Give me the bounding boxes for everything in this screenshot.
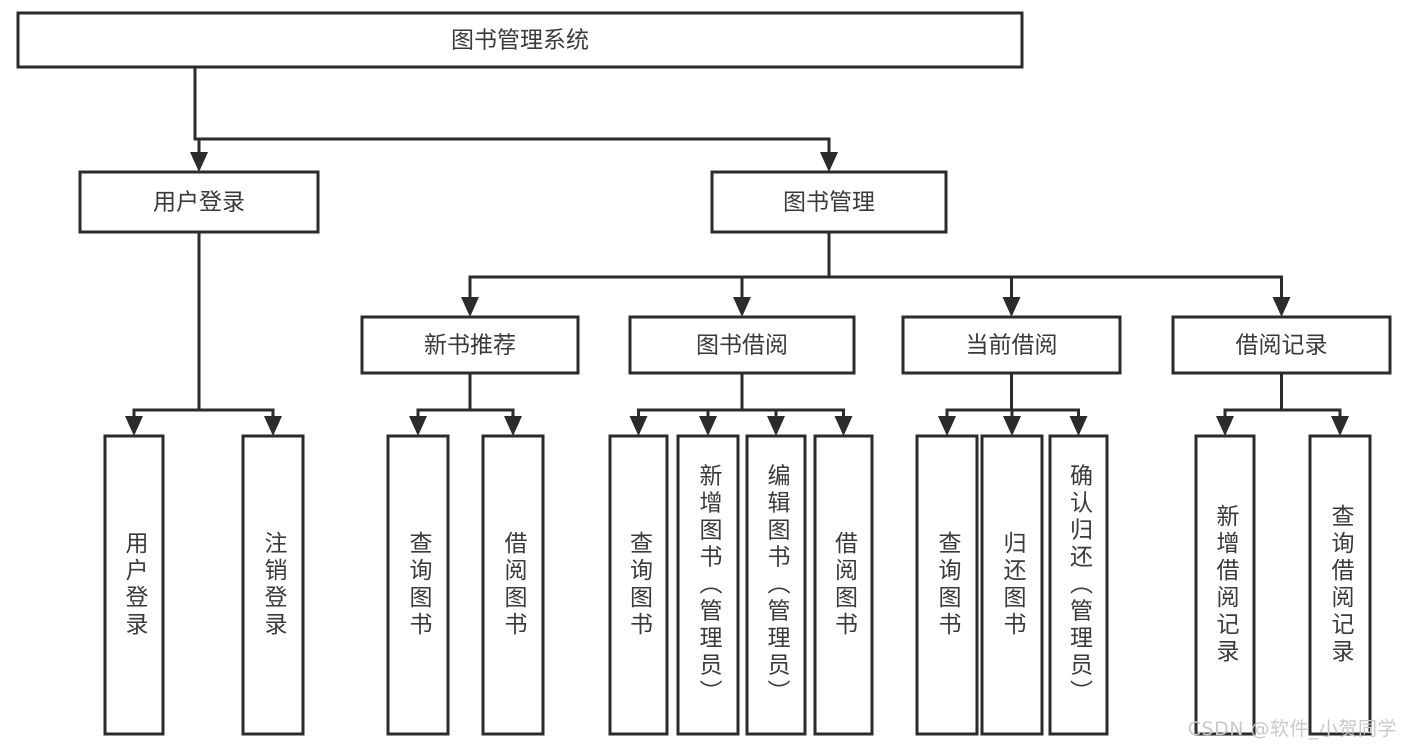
node-label: 当前借阅: [966, 333, 1058, 359]
arrow-head: [834, 416, 853, 436]
arrow-head: [504, 416, 522, 436]
node-box: [16, 11, 1024, 69]
connector-layer: [125, 65, 1349, 436]
node-leaf-query-book-1[interactable]: 查询图书: [386, 434, 450, 736]
node-label: 注销登录: [260, 531, 288, 639]
node-box: [481, 434, 545, 736]
node-leaf-return-book[interactable]: 归还图书: [980, 434, 1044, 736]
node-box: [1194, 434, 1256, 736]
arrow-head: [938, 416, 956, 436]
arrow-head: [1003, 416, 1021, 436]
arrow-head: [767, 416, 785, 436]
node-user-login[interactable]: 用户登录: [78, 170, 320, 234]
node-leaf-query-record[interactable]: 查询借阅记录: [1308, 434, 1372, 736]
node-leaf-borrow-book-2[interactable]: 借阅图书: [813, 434, 874, 736]
node-root[interactable]: 图书管理系统: [16, 11, 1024, 69]
node-label: 新书推荐: [424, 333, 516, 359]
node-box: [360, 315, 580, 375]
node-label: 借阅图书: [500, 531, 528, 639]
node-layer: 图书管理系统用户登录图书管理新书推荐图书借阅当前借阅借阅记录用户登录注销登录查询…: [16, 11, 1392, 736]
node-new-book-rec[interactable]: 新书推荐: [360, 315, 580, 375]
node-box: [1048, 434, 1109, 736]
node-current-borrow[interactable]: 当前借阅: [901, 315, 1122, 375]
arrow-head: [1002, 297, 1021, 317]
node-box: [676, 434, 740, 736]
node-label: 图书借阅: [696, 333, 788, 359]
arrow-head: [1272, 297, 1291, 317]
node-box: [915, 434, 979, 736]
node-box: [813, 434, 874, 736]
node-leaf-query-book-3[interactable]: 查询图书: [915, 434, 979, 736]
node-leaf-logout[interactable]: 注销登录: [241, 434, 305, 736]
node-label: 新增借阅记录: [1212, 504, 1240, 666]
node-box: [1171, 315, 1392, 375]
node-label: 借阅记录: [1236, 333, 1328, 359]
node-label: 查询图书: [934, 531, 962, 639]
arrow-head: [699, 416, 717, 436]
node-box: [901, 315, 1122, 375]
node-label: 查询图书: [405, 531, 433, 639]
node-borrow-record[interactable]: 借阅记录: [1171, 315, 1392, 375]
arrow-head: [1331, 416, 1349, 436]
node-book-manage[interactable]: 图书管理: [710, 170, 948, 234]
node-label: 图书管理系统: [451, 28, 589, 54]
node-leaf-confirm-return[interactable]: 确认归还（管理员）: [1048, 434, 1109, 736]
node-label: 编辑图书（管理员）: [763, 464, 791, 707]
node-box: [241, 434, 305, 736]
node-box: [386, 434, 450, 736]
arrow-head: [264, 416, 282, 436]
node-leaf-edit-book[interactable]: 编辑图书（管理员）: [745, 434, 807, 736]
node-book-borrow[interactable]: 图书借阅: [628, 315, 856, 375]
arrow-head: [1216, 416, 1234, 436]
node-leaf-query-book-2[interactable]: 查询图书: [608, 434, 669, 736]
node-leaf-add-record[interactable]: 新增借阅记录: [1194, 434, 1256, 736]
arrow-head: [125, 416, 143, 436]
arrow-head: [190, 152, 208, 172]
arrow-head: [820, 152, 838, 172]
node-label: 查询借阅记录: [1327, 504, 1355, 666]
node-box: [710, 170, 948, 234]
node-label: 用户登录: [121, 531, 149, 639]
node-box: [745, 434, 807, 736]
node-leaf-borrow-book-1[interactable]: 借阅图书: [481, 434, 545, 736]
node-label: 借阅图书: [831, 531, 859, 639]
node-label: 确认归还（管理员）: [1066, 464, 1094, 707]
node-leaf-add-book[interactable]: 新增图书（管理员）: [676, 434, 740, 736]
node-box: [103, 434, 165, 736]
arrow-head: [461, 297, 479, 317]
node-box: [1308, 434, 1372, 736]
arrow-head: [409, 416, 427, 436]
node-box: [608, 434, 669, 736]
node-label: 图书管理: [783, 190, 875, 216]
node-label: 查询图书: [626, 531, 654, 639]
arrow-head: [1069, 416, 1088, 436]
node-leaf-user-login[interactable]: 用户登录: [103, 434, 165, 736]
arrow-head: [733, 297, 751, 317]
node-box: [628, 315, 856, 375]
node-label: 归还图书: [999, 531, 1027, 639]
node-box: [78, 170, 320, 234]
node-label: 新增图书（管理员）: [695, 464, 723, 707]
node-box: [980, 434, 1044, 736]
arrow-head: [629, 416, 648, 436]
node-label: 用户登录: [153, 190, 245, 216]
